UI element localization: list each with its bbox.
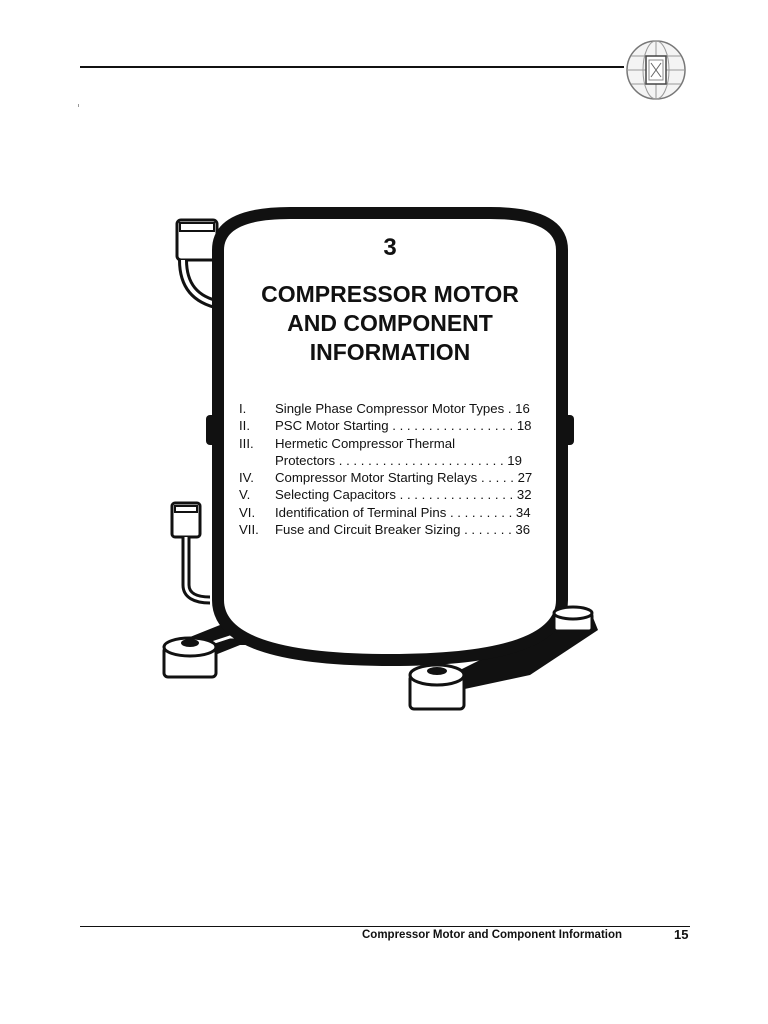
compressor-illustration — [162, 207, 598, 711]
toc-entry[interactable]: VI. Identification of Terminal Pins . . … — [239, 504, 549, 521]
footer-rule — [80, 926, 690, 927]
footer-title: Compressor Motor and Component Informati… — [362, 929, 623, 941]
toc-number: V. — [239, 487, 251, 503]
page-number: 15 — [674, 927, 689, 942]
chapter-title-line: COMPRESSOR MOTOR — [261, 281, 519, 307]
toc-text: PSC Motor Starting . . . . . . . . . . .… — [275, 418, 532, 434]
toc-text: Protectors . . . . . . . . . . . . . . .… — [275, 452, 522, 468]
toc-text: Identification of Terminal Pins . . . . … — [275, 504, 531, 520]
chapter-title-line: INFORMATION — [309, 339, 471, 365]
toc-entry[interactable]: I. Single Phase Compressor Motor Types .… — [239, 400, 549, 417]
toc-entry[interactable]: IV. Compressor Motor Starting Relays . .… — [239, 469, 549, 486]
toc-number: III. — [239, 435, 254, 451]
toc-text: Compressor Motor Starting Relays . . . .… — [275, 470, 533, 486]
toc-entry[interactable]: VII. Fuse and Circuit Breaker Sizing . .… — [239, 521, 549, 538]
chapter-number: 3 — [383, 234, 397, 261]
chapter-title-line: AND COMPONENT — [287, 310, 493, 336]
toc-text: Single Phase Compressor Motor Types . 16 — [275, 401, 530, 416]
toc-text: Hermetic Compressor Thermal — [275, 435, 456, 451]
toc-text: Fuse and Circuit Breaker Sizing . . . . … — [275, 522, 531, 538]
globe-logo-icon — [626, 40, 686, 100]
scan-speck — [78, 104, 79, 107]
toc-number: I. — [239, 401, 247, 416]
table-of-contents: I. Single Phase Compressor Motor Types .… — [239, 400, 549, 538]
chapter-title: COMPRESSOR MOTOR AND COMPONENT INFORMATI… — [230, 280, 550, 367]
header-rule — [80, 66, 624, 68]
toc-text: Selecting Capacitors . . . . . . . . . .… — [275, 487, 532, 503]
toc-entry[interactable]: III. Hermetic Compressor Thermal — [239, 435, 549, 452]
toc-entry[interactable]: V. Selecting Capacitors . . . . . . . . … — [239, 486, 549, 503]
toc-entry[interactable]: II. PSC Motor Starting . . . . . . . . .… — [239, 417, 549, 434]
toc-number: II. — [239, 418, 250, 434]
toc-number: VII. — [239, 522, 259, 538]
toc-number: IV. — [239, 470, 254, 486]
toc-number: VI. — [239, 504, 256, 520]
toc-entry-continuation[interactable]: Protectors . . . . . . . . . . . . . . .… — [239, 452, 549, 469]
